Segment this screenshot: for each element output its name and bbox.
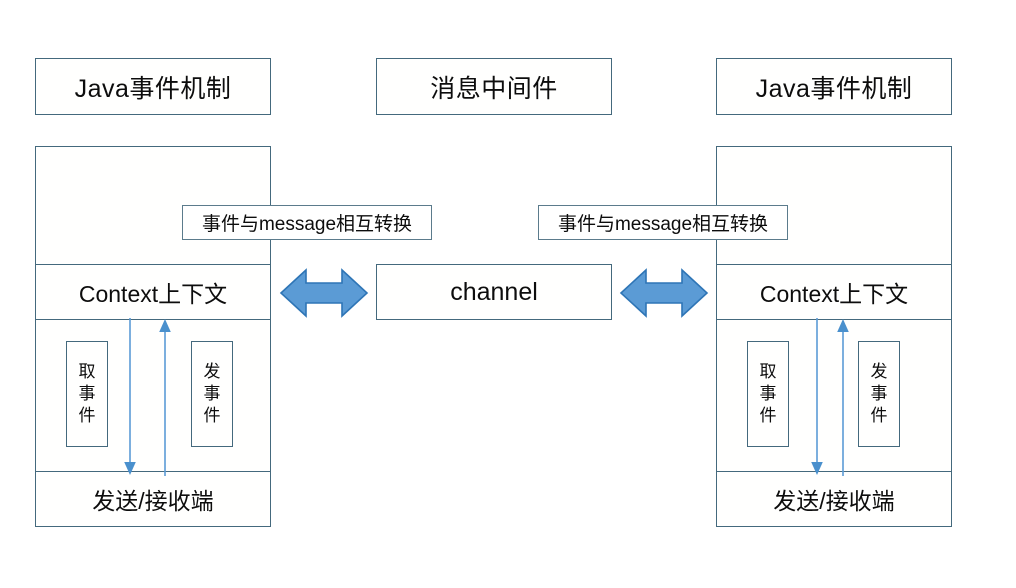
left-endpoint-label: 发送/接收端 <box>92 488 214 514</box>
left-get-event-char-1: 事 <box>78 384 96 404</box>
left-conversion-label: 事件与message相互转换 <box>201 214 413 235</box>
left-get-event-box: 取 事 件 <box>66 341 108 447</box>
left-get-event-char-2: 件 <box>78 405 96 425</box>
right-conversion-label-box: 事件与message相互转换 <box>538 205 788 240</box>
left-down-arrow <box>120 318 140 476</box>
right-send-event-char-2: 件 <box>870 405 888 425</box>
middle-header-box: 消息中间件 <box>376 58 612 115</box>
left-endpoint-band: 发送/接收端 <box>35 471 271 527</box>
left-conversion-label-box: 事件与message相互转换 <box>182 205 432 240</box>
left-header-label: Java事件机制 <box>74 74 232 103</box>
right-context-band: Context上下文 <box>716 264 952 320</box>
right-endpoint-band: 发送/接收端 <box>716 471 952 527</box>
right-send-event-char-1: 事 <box>870 384 888 404</box>
left-context-label: Context上下文 <box>78 281 228 307</box>
right-get-event-char-1: 事 <box>759 384 777 404</box>
right-get-event-box: 取 事 件 <box>747 341 789 447</box>
right-header-box: Java事件机制 <box>716 58 952 115</box>
left-send-event-char-1: 事 <box>203 384 221 404</box>
left-send-event-char-0: 发 <box>203 362 221 382</box>
right-header-label: Java事件机制 <box>755 74 913 103</box>
left-header-box: Java事件机制 <box>35 58 271 115</box>
right-get-event-char-0: 取 <box>759 362 777 382</box>
left-panel <box>35 146 271 527</box>
right-send-event-char-0: 发 <box>870 362 888 382</box>
right-endpoint-label: 发送/接收端 <box>773 488 895 514</box>
right-send-event-box: 发 事 件 <box>858 341 900 447</box>
right-conversion-label: 事件与message相互转换 <box>557 214 769 235</box>
left-bidirectional-arrow <box>279 265 369 321</box>
left-up-arrow <box>155 318 175 476</box>
left-send-event-char-2: 件 <box>203 405 221 425</box>
left-get-event-char-0: 取 <box>78 362 96 382</box>
right-bidirectional-arrow <box>619 265 709 321</box>
right-get-event-char-2: 件 <box>759 405 777 425</box>
right-down-arrow <box>807 318 827 476</box>
channel-box: channel <box>376 264 612 320</box>
middle-header-label: 消息中间件 <box>430 74 558 103</box>
left-context-band: Context上下文 <box>35 264 271 320</box>
left-send-event-box: 发 事 件 <box>191 341 233 447</box>
right-up-arrow <box>833 318 853 476</box>
channel-label: channel <box>450 277 538 306</box>
right-context-label: Context上下文 <box>759 281 909 307</box>
